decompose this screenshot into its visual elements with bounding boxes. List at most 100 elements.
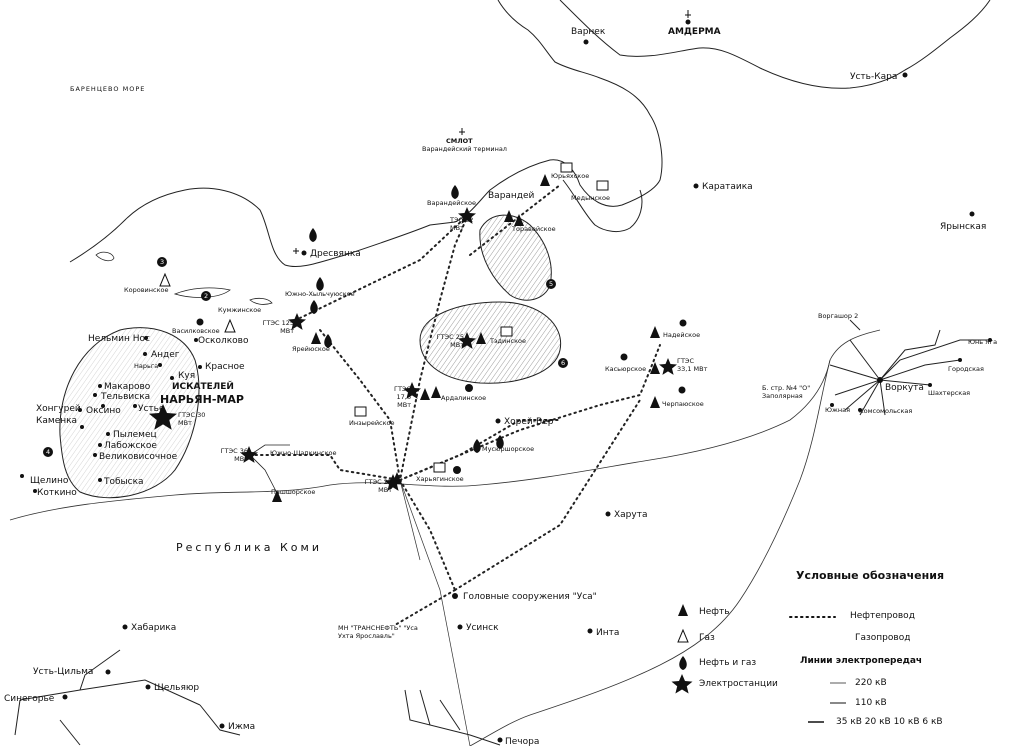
gas-field-markers — [159, 272, 236, 333]
field-label: Мусюршорское — [482, 445, 535, 453]
field-label: Ардалинское — [441, 394, 487, 402]
town-label: Хабарика — [131, 623, 177, 633]
town-label: Нельмин Нос — [88, 334, 150, 344]
field-label: Б. стр. №4 "О" Заполярная — [762, 384, 811, 400]
field-label: Юрьяхское — [551, 172, 590, 180]
field-label: Южно-Хыльчуюское — [285, 290, 355, 298]
town-label: Дресвянка — [310, 249, 361, 259]
field-label: Варандейское — [427, 199, 476, 207]
legend-oil: Нефть — [699, 607, 730, 617]
legend-220kv: 220 кВ — [855, 678, 887, 688]
field-label: Торавейское — [512, 225, 556, 233]
power-plant-label: ГТЭС 25 МВт — [436, 333, 464, 349]
region-marker-number: 5 — [549, 280, 554, 288]
town-label: Нарьга — [134, 362, 159, 370]
rig-symbols — [354, 162, 609, 473]
field-label: Юнь Яга — [968, 338, 998, 346]
town-label: Макарово — [104, 382, 151, 392]
regional-boundary — [469, 359, 831, 746]
power-lines-nao — [249, 444, 290, 496]
field-label: Комсомольская — [859, 407, 913, 415]
town-label: Великовисочное — [99, 452, 178, 462]
field-label: СМЛОТ — [446, 137, 473, 145]
legend-gas-pipeline: Газопровод — [855, 633, 911, 643]
field-label: Городская — [948, 365, 984, 373]
town-label: Ярынская — [940, 222, 987, 232]
town-label: Тельвиска — [101, 392, 151, 402]
town-label: АМДЕРМА — [668, 27, 721, 37]
town-label: Воркута — [885, 383, 924, 393]
field-label: Южно-Шапкинское — [270, 449, 337, 457]
field-label: Пашшорское — [271, 488, 316, 496]
power-lines-sw — [14, 649, 501, 746]
legend-power: Электростанции — [699, 679, 778, 689]
coastline — [69, 0, 663, 268]
legend-power-lines-title: Линии электропередач — [800, 656, 923, 666]
field-label: Харьягинское — [416, 475, 464, 483]
island — [173, 287, 231, 298]
town-label: Варнек — [571, 27, 606, 37]
town-label: Хонгурей — [36, 404, 81, 414]
town-label: Инта — [596, 628, 620, 638]
region-marker-number: 2 — [204, 292, 209, 300]
town-label: Устье — [138, 404, 165, 414]
town-label: Хорей-Вер — [504, 417, 554, 427]
oil-field-markers — [272, 174, 660, 502]
power-plant-label: ТЭС 32 МВт — [450, 216, 474, 232]
sea-label: БАРЕНЦЕВО МОРЕ — [70, 85, 146, 93]
town-label: Каменка — [36, 416, 78, 426]
power-plant-label: ГТЭС 27 МВт — [364, 478, 392, 494]
port-symbols — [293, 10, 691, 254]
coastline-bay — [562, 179, 643, 233]
town-label: Головные сооружения "Уса" — [463, 592, 597, 602]
field-label: Южная — [825, 406, 851, 414]
town-label: Варандей — [488, 191, 535, 201]
town-label: Щельяюр — [154, 683, 200, 693]
field-label: Воргашор 2 — [818, 312, 859, 320]
zone-tedinskoe — [419, 301, 562, 384]
town-label: Красное — [205, 362, 245, 372]
legend-graphics — [671, 604, 846, 723]
power-plant-label: ГТЭС 33,1 МВт — [677, 357, 708, 373]
tree-symbols — [196, 318, 687, 474]
town-label: Печора — [505, 737, 540, 747]
regional-boundary — [9, 329, 881, 521]
legend-oil-pipeline: Нефтепровод — [850, 611, 915, 621]
field-label: Варандейский терминал — [422, 145, 507, 153]
town-label: Тобыска — [104, 477, 144, 487]
town-label: Лабожское — [104, 441, 157, 451]
island — [249, 297, 273, 305]
town-label: Ижма — [228, 722, 256, 732]
town-label: Усть-Кара — [850, 72, 898, 82]
field-label: Тэдинское — [490, 337, 526, 345]
town-label: Андег — [151, 350, 180, 360]
town-label: Харута — [614, 510, 648, 520]
power-plant-label: ГТЭС 125 МВт — [262, 319, 294, 335]
field-label: Ярейюское — [292, 345, 330, 353]
region-markers — [43, 257, 568, 457]
gas-pipelines — [399, 479, 471, 746]
capital-label: НАРЬЯН-МАР — [160, 393, 244, 406]
region-marker-number: 4 — [46, 448, 51, 456]
town-label: Синегорье — [4, 694, 55, 704]
oil-pipelines — [249, 184, 661, 626]
power-plant-stars — [149, 207, 677, 491]
field-label: Кумжинское — [218, 306, 262, 314]
oil-gas-field-markers — [309, 185, 504, 453]
power-plant-label: ГТЭС 17,6 МВт — [393, 385, 411, 409]
power-lines — [829, 319, 990, 416]
legend-low-kv: 35 кВ 20 кВ 10 кВ 6 кВ — [836, 717, 943, 727]
field-label: Шахтерская — [928, 389, 971, 397]
region-marker-number: 3 — [160, 258, 165, 266]
region-label: Республика Коми — [176, 541, 322, 554]
legend-title: Условные обозначения — [796, 569, 945, 582]
field-label: Коровинское — [124, 286, 169, 294]
town-label: Пылемец — [113, 430, 157, 440]
town-label: Осколково — [198, 336, 249, 346]
town-label: Усинск — [466, 623, 499, 633]
town-label: Щелино — [30, 476, 69, 486]
town-label: Усть-Цильма — [33, 667, 94, 677]
town-label: Каратаика — [702, 182, 753, 192]
